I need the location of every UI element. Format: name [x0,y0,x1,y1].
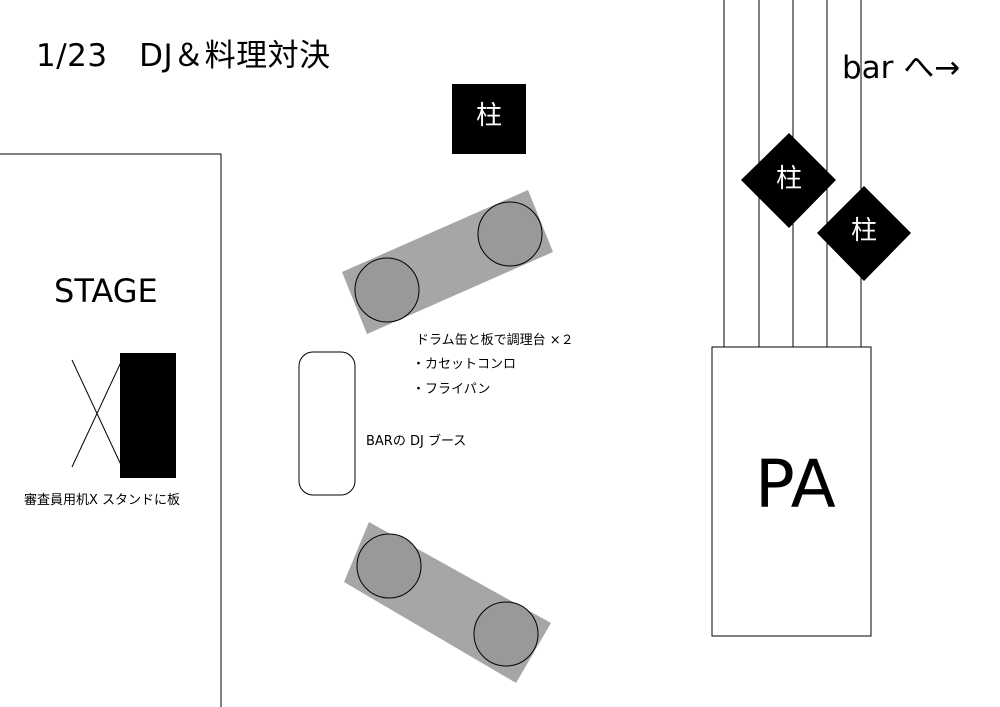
stage-label: STAGE [54,272,158,310]
drum-can [473,601,539,667]
page-title: 1/23 DJ＆料理対決 [36,38,331,74]
pillar-diamond [817,186,911,281]
pa-label: PA [755,446,836,523]
judge-table-x-line [71,359,123,468]
bar-direction-label: bar へ→ [842,50,961,86]
pillar-diamond [741,133,836,228]
pan-note: ・フライパン [412,382,491,397]
drum-can [477,201,543,267]
pillar-label: 柱 [475,101,502,131]
stage-outline [0,153,222,707]
pillar-label: 柱 [775,164,802,194]
drum-can [356,533,422,599]
judge-table-note: 審査員用机X スタンドに板 [24,493,181,508]
dj-booth [298,351,356,496]
pa-box [711,346,872,637]
pillar-label: 柱 [850,216,877,246]
stove-note: ・カセットコンロ [412,357,517,372]
judge-table-board [120,353,176,478]
drum-note: ドラム缶と板で調理台 ×２ [416,333,574,348]
pillar-square [452,84,526,154]
dj-booth-label: BARの DJ ブース [366,434,467,449]
drum-can [354,257,420,323]
